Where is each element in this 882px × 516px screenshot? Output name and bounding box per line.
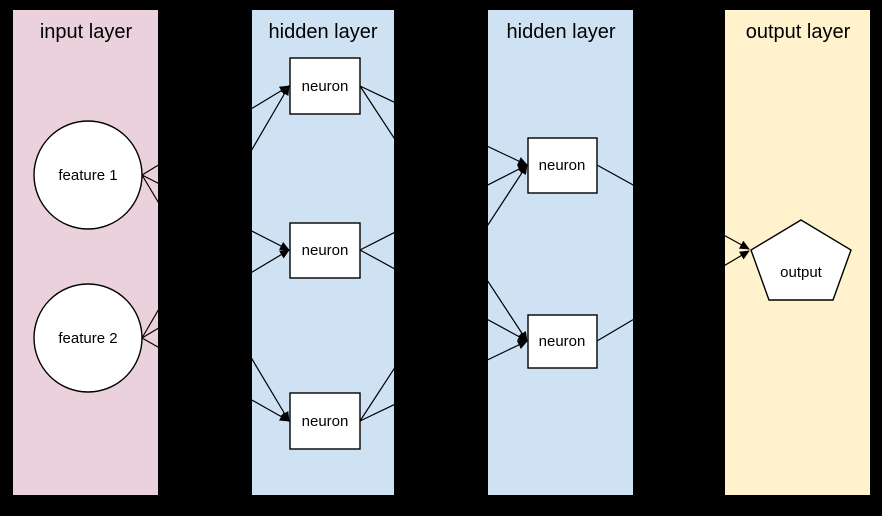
edge-feature2-neuron2 xyxy=(141,249,290,339)
input-layer-title: input layer xyxy=(40,21,133,43)
edge-feature2-neuron3 xyxy=(141,337,290,422)
edge-neuron1-neuron4 xyxy=(359,85,528,166)
panel-hidden-layer-2 xyxy=(488,10,633,495)
node-neuron-2 xyxy=(289,222,361,279)
edges xyxy=(141,85,750,422)
feature-2-label: feature 2 xyxy=(58,330,117,347)
feature-1-label: feature 1 xyxy=(58,167,117,184)
edge-neuron2-neuron5 xyxy=(359,249,528,342)
output-layer-title: output layer xyxy=(746,21,851,43)
node-neuron-4 xyxy=(527,137,598,194)
node-output xyxy=(750,219,852,301)
neuron-5-label: neuron xyxy=(539,333,586,350)
node-feature-1 xyxy=(33,120,143,230)
node-neuron-1 xyxy=(289,57,361,115)
edge-neuron1-neuron5 xyxy=(359,85,528,342)
edge-feature2-neuron1 xyxy=(141,85,290,339)
neuron-2-label: neuron xyxy=(302,242,349,259)
neuron-1-label: neuron xyxy=(302,78,349,95)
edge-feature1-neuron3 xyxy=(141,174,290,422)
hidden-layer-1-title: hidden layer xyxy=(269,21,378,43)
hidden-layer-2-title: hidden layer xyxy=(507,21,616,43)
edge-neuron3-neuron4 xyxy=(359,164,528,422)
edge-neuron3-neuron5 xyxy=(359,340,528,422)
node-neuron-5 xyxy=(527,314,598,369)
node-neuron-3 xyxy=(289,392,361,450)
node-feature-2 xyxy=(33,283,143,393)
edge-feature1-neuron1 xyxy=(141,85,290,176)
panel-input-layer xyxy=(13,10,158,495)
neuron-3-label: neuron xyxy=(302,413,349,430)
edge-neuron4-output xyxy=(596,164,750,250)
neuron-4-label: neuron xyxy=(539,157,586,174)
edge-neuron5-output xyxy=(596,250,750,342)
edge-neuron2-neuron4 xyxy=(359,164,528,251)
output-label: output xyxy=(780,264,823,281)
